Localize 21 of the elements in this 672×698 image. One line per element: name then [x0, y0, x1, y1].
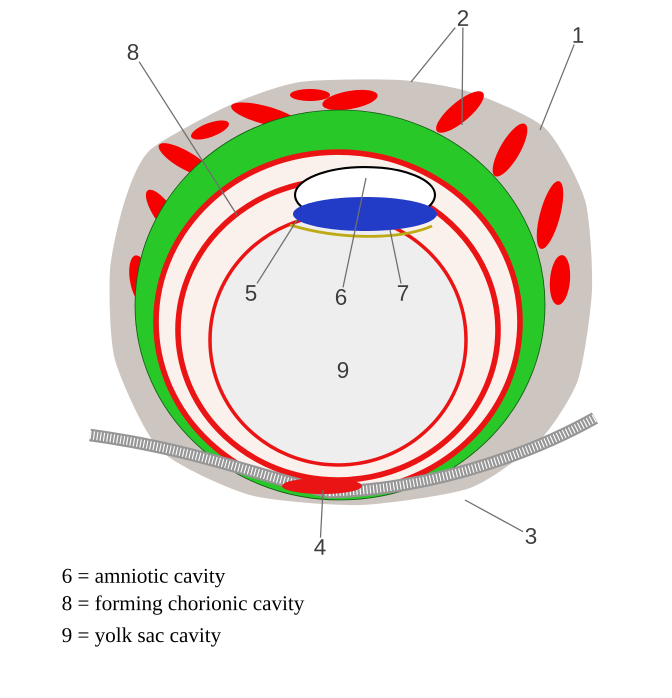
leader-line	[320, 490, 324, 538]
callout-number: 4	[314, 539, 326, 555]
leader-line	[389, 230, 402, 284]
leader-line	[539, 44, 575, 130]
legend-note: 6 = amniotic cavity	[62, 568, 226, 588]
legend-note: 9 = yolk sac cavity	[62, 627, 222, 647]
callout-number: 9	[338, 362, 348, 378]
leader-line	[256, 220, 298, 284]
legend-note: 8 = forming chorionic cavity	[62, 595, 304, 615]
callout-number: 5	[246, 285, 256, 301]
callout-number: 1	[573, 27, 584, 43]
callout-number: 3	[526, 528, 536, 544]
leader-line	[461, 28, 464, 126]
leader-line	[464, 499, 524, 532]
callout-number: 8	[128, 44, 138, 60]
callout-number: 6	[336, 289, 346, 305]
leader-line	[342, 178, 367, 288]
leader-line	[138, 61, 238, 216]
callout-number: 7	[398, 285, 408, 301]
callout-number: 2	[458, 10, 468, 26]
leader-line	[410, 27, 456, 82]
